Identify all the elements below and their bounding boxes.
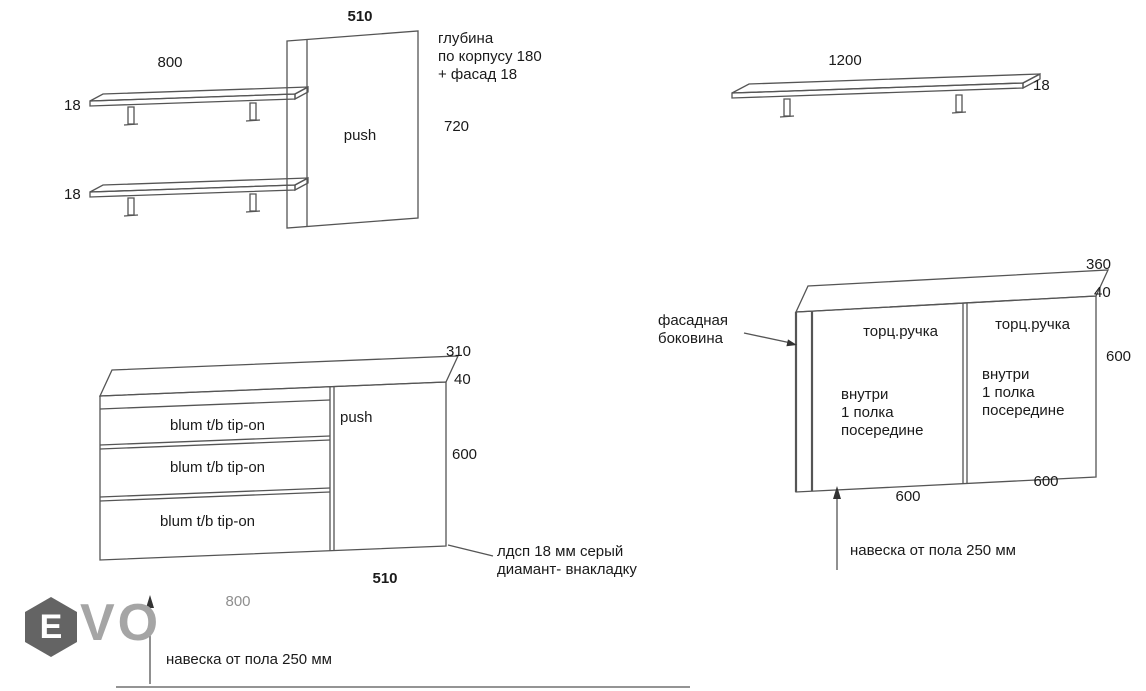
long-shelf-front: [731, 82, 1024, 99]
door1-handle-label: торц.ручка: [863, 323, 938, 340]
wall-cabinet-height-label: 720: [444, 118, 470, 135]
depth-note-line2: по корпусу 180: [438, 48, 542, 65]
shelf2-bracket-left: [127, 197, 135, 216]
depth-note-line1: глубина: [438, 30, 494, 47]
side-panel-note: фасадная боковина: [658, 312, 728, 348]
door1-note-line1: внутри: [841, 386, 889, 403]
shelf1-bracket-right: [249, 102, 257, 121]
mount-arrow-right-head: [833, 486, 841, 499]
door2-handle-label: торц.ручка: [995, 316, 1070, 333]
drawer-gap-top: [99, 399, 331, 410]
drawer-gap-2: [99, 487, 331, 498]
drawer-cabinet-depth-label: 310: [446, 343, 472, 360]
door-cabinet-top: [794, 269, 1110, 313]
door-cabinet-drawing: [743, 269, 1110, 493]
long-shelf-bracket-right: [955, 94, 963, 113]
long-shelf-bracket-left: [783, 98, 791, 117]
mount-arrow-left-head: [146, 595, 154, 608]
door1-width-label: 600: [895, 488, 921, 505]
side-panel-arrow-head: [786, 339, 797, 347]
shelf1-end: [294, 85, 309, 101]
drawer2-label: blum t/b tip-on: [169, 459, 266, 476]
door-cabinet-mount-note: навеска от пола 250 мм: [850, 542, 1016, 559]
wall-cabinet-width-label: 510: [347, 8, 373, 25]
side-panel-note-line2: боковина: [658, 330, 723, 347]
drawer-cabinet-push-label: push: [340, 409, 373, 426]
door2-note: внутри 1 полка посередине: [982, 366, 1064, 420]
drawer3-label: blum t/b tip-on: [159, 513, 256, 530]
drawer-cabinet-top: [98, 355, 460, 397]
door1-note-line3: посередине: [841, 422, 924, 439]
drawer-width-label: 800: [225, 593, 251, 610]
drawer-cabinet-top-thickness-label: 40: [454, 371, 471, 388]
drawer-cabinet-mount-note: навеска от пола 250 мм: [166, 651, 332, 668]
shelf2-front: [89, 184, 296, 198]
shelf2-bracket-right: [249, 193, 257, 212]
shelf1-front: [89, 93, 296, 107]
material-note-line1: лдсп 18 мм серый: [497, 543, 624, 560]
shelf2-top: [89, 177, 309, 193]
door2-width-label: 600: [1033, 473, 1059, 490]
side-panel-note-line1: фасадная: [658, 312, 729, 329]
door1-note: внутри 1 полка посередине: [841, 386, 923, 440]
side-panel-leader-line: [743, 332, 792, 344]
material-note: лдсп 18 мм серый диамант- внакладку: [497, 543, 637, 579]
long-shelf-thickness-label: 18: [1033, 77, 1050, 94]
door2-note-line2: 1 полка: [982, 384, 1035, 401]
drawer-cabinet-height-label: 600: [452, 446, 478, 463]
material-note-line2: диамант- внакладку: [497, 561, 637, 578]
long-shelf-end: [1022, 72, 1041, 90]
door-cabinet-height-label: 600: [1106, 348, 1132, 365]
evo-logo-vo: VO: [80, 594, 162, 652]
shelf2-thickness-label: 18: [64, 186, 81, 203]
drawer-gap-1: [99, 435, 331, 446]
door-width-label: 510: [372, 570, 398, 587]
shelf1-bracket-left: [127, 106, 135, 125]
shelf2-end: [294, 176, 309, 192]
evo-logo-e: E: [39, 607, 63, 646]
wall-unit-drawing: [89, 30, 419, 229]
door2-note-line3: посередине: [982, 402, 1065, 419]
arrow-heads: [146, 339, 841, 608]
door-cabinet-depth-label: 360: [1086, 256, 1112, 273]
depth-note: глубина по корпусу 180 + фасад 18: [438, 30, 542, 84]
depth-note-line3: + фасад 18: [438, 66, 518, 83]
long-shelf-drawing: [731, 72, 1041, 118]
shelf-length-label: 800: [157, 54, 183, 71]
wall-cabinet-push-label: push: [343, 127, 377, 144]
shelf1-thickness-label: 18: [64, 97, 81, 114]
shelf1-top: [89, 86, 309, 102]
material-leader-line: [447, 544, 494, 557]
door2-note-line1: внутри: [982, 366, 1030, 383]
drawer-cabinet-drawing: [98, 355, 494, 561]
door-cabinet-top-thickness-label: 40: [1094, 284, 1111, 301]
wall-cabinet-outline: [286, 30, 419, 229]
drawer1-label: blum t/b tip-on: [169, 417, 266, 434]
door1-note-line2: 1 полка: [841, 404, 894, 421]
long-shelf-length-label: 1200: [828, 52, 862, 69]
